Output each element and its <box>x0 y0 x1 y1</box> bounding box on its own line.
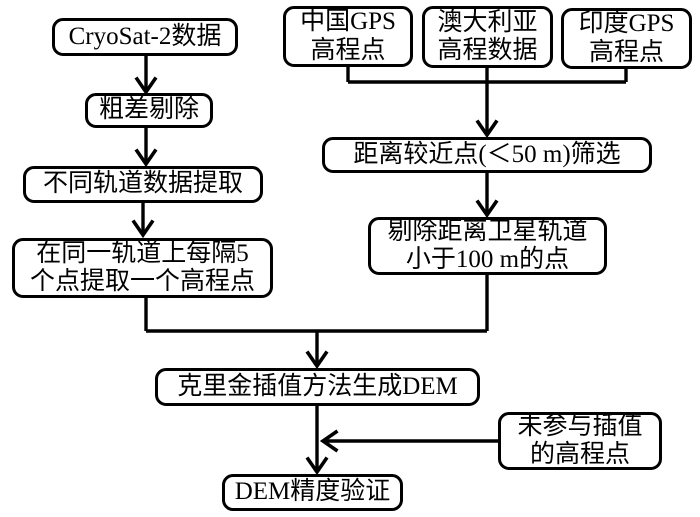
node-cryosat-data: CryoSat-2数据 <box>52 18 238 56</box>
node-china-gps-points: 中国GPS 高程点 <box>283 6 413 67</box>
node-unused-elevation-points: 未参与插值 的高程点 <box>498 412 662 470</box>
arrow-unused-points-to-validation <box>319 429 498 453</box>
connector-gps-sources-merge <box>346 67 628 139</box>
node-point-sampling: 在同一轨道上每隔5 个点提取一个高程点 <box>12 238 273 298</box>
arrow-gross-error-to-track-extraction <box>134 128 158 168</box>
node-track-distance-removal: 剔除距离卫星轨道 小于100 m的点 <box>368 217 607 275</box>
node-gross-error-removal: 粗差剔除 <box>85 93 213 128</box>
arrow-kriging-to-validation <box>305 406 329 476</box>
node-near-point-filter: 距离较近点(＜50 m)筛选 <box>322 137 652 173</box>
node-dem-accuracy-validation: DEM精度验证 <box>222 474 403 511</box>
arrow-cryosat-to-gross-error <box>134 56 158 96</box>
node-india-gps-points: 印度GPS 高程点 <box>561 8 692 69</box>
node-kriging-dem-generation: 克里金插值方法生成DEM <box>155 368 480 406</box>
connector-branches-merge-to-kriging <box>144 275 489 370</box>
node-track-extraction: 不同轨道数据提取 <box>23 166 263 203</box>
arrow-filter-to-track-distance-removal <box>475 173 499 219</box>
arrow-track-extraction-to-point-sampling <box>131 203 155 239</box>
node-australia-elevation-data: 澳大利亚 高程数据 <box>422 6 553 68</box>
